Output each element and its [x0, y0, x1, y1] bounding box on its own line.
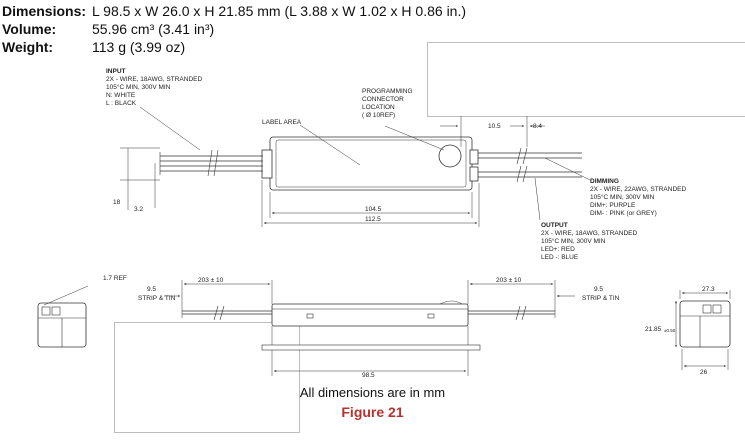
dim-8-4: 8.4 — [533, 123, 542, 130]
output-title: OUTPUT — [541, 222, 568, 229]
dim-98-5: 98.5 — [362, 372, 375, 379]
programming-line-3: LOCATION — [362, 104, 395, 111]
specifications: Dimensions: L 98.5 x W 26.0 x H 21.85 mm… — [2, 2, 466, 56]
dim-112-5: 112.5 — [365, 216, 381, 223]
blank-box-top-right — [427, 42, 745, 117]
side-view — [164, 280, 575, 376]
programming-line-1: PROGRAMMING — [362, 88, 413, 95]
label-area-text: LABEL AREA — [262, 119, 302, 126]
input-title: INPUT — [106, 68, 126, 75]
driver-body-side — [271, 303, 469, 327]
end-width-top: 27.3 — [702, 286, 715, 293]
output-line-4: LED -: BLUE — [541, 254, 579, 261]
output-line-2: 105°C MIN, 300V MIN — [541, 237, 606, 245]
output-wires — [478, 147, 582, 183]
programming-connector — [438, 144, 462, 168]
spec-weight-label: Weight: — [2, 39, 54, 55]
output-line-3: LED+: RED — [541, 246, 575, 253]
input-wires — [159, 149, 263, 177]
dimming-line-2: 105°C MIN, 300V MIN — [590, 193, 655, 201]
right-end-view — [675, 290, 731, 370]
dim-104-5: 104.5 — [365, 206, 382, 213]
base-plate — [261, 344, 481, 351]
end-height: 21.85 — [645, 326, 662, 333]
input-line-2: 105°C MIN, 300V MIN — [106, 83, 171, 91]
spec-volume-value: 55.96 cm³ (3.41 in³) — [92, 21, 215, 37]
dim-18: 18 — [113, 199, 121, 206]
spec-dimensions: Dimensions: L 98.5 x W 26.0 x H 21.85 mm… — [2, 2, 466, 20]
output-line-1: 2X - WIRE, 18AWG, STRANDED — [541, 230, 637, 237]
input-line-3: N: WHITE — [106, 92, 136, 99]
spec-weight: Weight: 113 g (3.99 oz) — [2, 38, 466, 56]
dimming-title: DIMMING — [590, 178, 619, 185]
strip-right-dim: 9.5 — [594, 286, 603, 293]
lead-right-dim: 203 ± 10 — [496, 277, 522, 284]
dim-10-5: 10.5 — [488, 123, 501, 130]
dimming-line-3: DIM+: PURPLE — [590, 202, 636, 209]
spec-volume-label: Volume: — [2, 21, 57, 37]
input-line-4: L : BLACK — [106, 100, 137, 107]
spec-dimensions-label: Dimensions: — [2, 3, 87, 19]
dim-3-2: 3.2 — [134, 206, 143, 213]
strip-left-dim: 9.5 — [147, 286, 156, 293]
lead-left-dim: 203 ± 10 — [198, 277, 224, 284]
figure-caption: Figure 21 — [341, 404, 404, 420]
spec-volume: Volume: 55.96 cm³ (3.41 in³) — [2, 20, 466, 38]
input-line-1: 2X - WIRE, 18AWG, STRANDED — [106, 76, 202, 83]
spec-weight-value: 113 g (3.99 oz) — [92, 39, 186, 55]
dimming-line-1: 2X - WIRE, 22AWG, STRANDED — [590, 186, 686, 193]
spec-dimensions-value: L 98.5 x W 26.0 x H 21.85 mm (L 3.88 x W… — [92, 3, 467, 19]
left-end-view — [37, 285, 89, 348]
programming-line-2: CONNECTOR — [362, 96, 404, 103]
end-height-tol: ±0.50 — [664, 328, 676, 333]
programming-line-4: ( Ø 10REF) — [362, 112, 395, 119]
dimensions-note: All dimensions are in mm — [299, 385, 446, 400]
blank-box-bottom-left — [114, 322, 300, 433]
strip-left-label: STRIP & TIN — [138, 295, 176, 302]
dimming-line-4: DIM- : PINK (or GREY) — [590, 210, 657, 217]
strip-right-label: STRIP & TIN — [582, 295, 620, 302]
ref-1-7: 1.7 REF — [103, 275, 127, 282]
top-view — [120, 106, 591, 227]
end-width-bottom: 26 — [700, 369, 708, 376]
